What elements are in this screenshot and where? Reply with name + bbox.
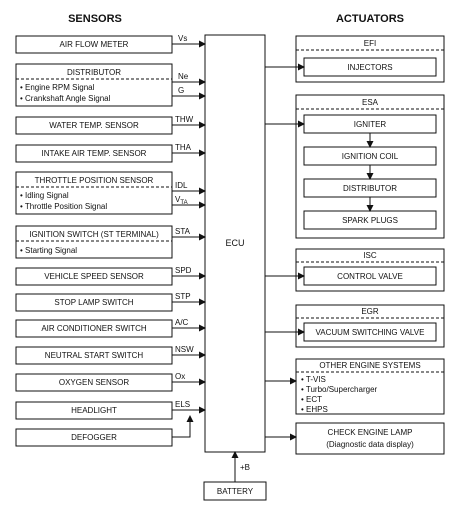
- ne-signal: Ne: [178, 72, 189, 81]
- nsw-signal: NSW: [175, 345, 194, 354]
- defogger-line: [172, 415, 194, 438]
- spark-plugs-label: SPARK PLUGS: [342, 216, 398, 225]
- defogger-label: DEFOGGER: [71, 433, 117, 442]
- throttle-sub-position: • Throttle Position Signal: [20, 202, 107, 211]
- vta-signal: VTA: [175, 195, 188, 206]
- vacuum-valve-label: VACUUM SWITCHING VALVE: [316, 328, 425, 337]
- stop-lamp-label: STOP LAMP SWITCH: [54, 298, 133, 307]
- water-temp-label: WATER TEMP. SENSOR: [49, 121, 139, 130]
- efi-title: EFI: [364, 39, 376, 48]
- throttle-sub-idle: • Idling Signal: [20, 191, 69, 200]
- vta-signal-main: V: [175, 195, 181, 204]
- air-flow-meter-label: AIR FLOW METER: [60, 40, 129, 49]
- sta-signal: STA: [175, 227, 191, 236]
- esa-title: ESA: [362, 98, 379, 107]
- ecu-box: [204, 34, 266, 453]
- other-ehps: • EHPS: [301, 405, 328, 414]
- check-engine-lamp-box: [295, 422, 445, 455]
- ac-signal: A/C: [175, 318, 189, 327]
- distributor-sensor-title: DISTRIBUTOR: [67, 68, 121, 77]
- distributor-sensor-box: [15, 63, 173, 107]
- ignition-coil-label: IGNITION COIL: [342, 152, 399, 161]
- throttle-sensor-box: [15, 171, 173, 215]
- vta-signal-sub: TA: [180, 200, 187, 206]
- els-signal: ELS: [175, 400, 190, 409]
- isc-title: ISC: [363, 251, 377, 260]
- air-conditioner-label: AIR CONDITIONER SWITCH: [41, 324, 147, 333]
- stp-signal: STP: [175, 292, 191, 301]
- headlight-label: HEADLIGHT: [71, 406, 117, 415]
- ignition-switch-title: IGNITION SWITCH (ST TERMINAL): [29, 230, 159, 239]
- tha-signal: THA: [175, 143, 192, 152]
- ecu-label: ECU: [225, 238, 244, 248]
- vs-signal: Vs: [178, 34, 187, 43]
- ignition-sub-starting: • Starting Signal: [20, 246, 77, 255]
- other-systems-box: [295, 358, 445, 415]
- g-signal: G: [178, 86, 184, 95]
- throttle-sensor-title: THROTTLE POSITION SENSOR: [35, 176, 154, 185]
- ignition-switch-box: [15, 225, 173, 259]
- other-systems-title: OTHER ENGINE SYSTEMS: [319, 361, 420, 370]
- other-tvis: • T-VIS: [301, 375, 326, 384]
- check-engine-lamp-sub: (Diagnostic data display): [326, 440, 414, 449]
- battery-label: BATTERY: [217, 487, 254, 496]
- injectors-label: INJECTORS: [347, 63, 392, 72]
- esa-distributor-label: DISTRIBUTOR: [343, 184, 397, 193]
- distributor-sub-crank: • Crankshaft Angle Signal: [20, 94, 111, 103]
- sensors-header: SENSORS: [68, 13, 122, 25]
- egr-title: EGR: [361, 307, 379, 316]
- thw-signal: THW: [175, 115, 194, 124]
- actuators-header: ACTUATORS: [336, 13, 404, 25]
- idl-signal: IDL: [175, 181, 188, 190]
- vehicle-speed-label: VEHICLE SPEED SENSOR: [44, 272, 144, 281]
- other-ect: • ECT: [301, 395, 322, 404]
- igniter-label: IGNITER: [354, 120, 387, 129]
- ox-signal: Ox: [175, 372, 185, 381]
- plus-b-label: +B: [240, 463, 250, 472]
- intake-air-temp-label: INTAKE AIR TEMP. SENSOR: [42, 149, 147, 158]
- distributor-sub-rpm: • Engine RPM Signal: [20, 83, 95, 92]
- neutral-start-label: NEUTRAL START SWITCH: [45, 351, 144, 360]
- spd-signal: SPD: [175, 266, 192, 275]
- control-valve-label: CONTROL VALVE: [337, 272, 403, 281]
- other-turbo: • Turbo/Supercharger: [301, 385, 378, 394]
- oxygen-sensor-label: OXYGEN SENSOR: [59, 378, 129, 387]
- check-engine-lamp-label: CHECK ENGINE LAMP: [328, 428, 413, 437]
